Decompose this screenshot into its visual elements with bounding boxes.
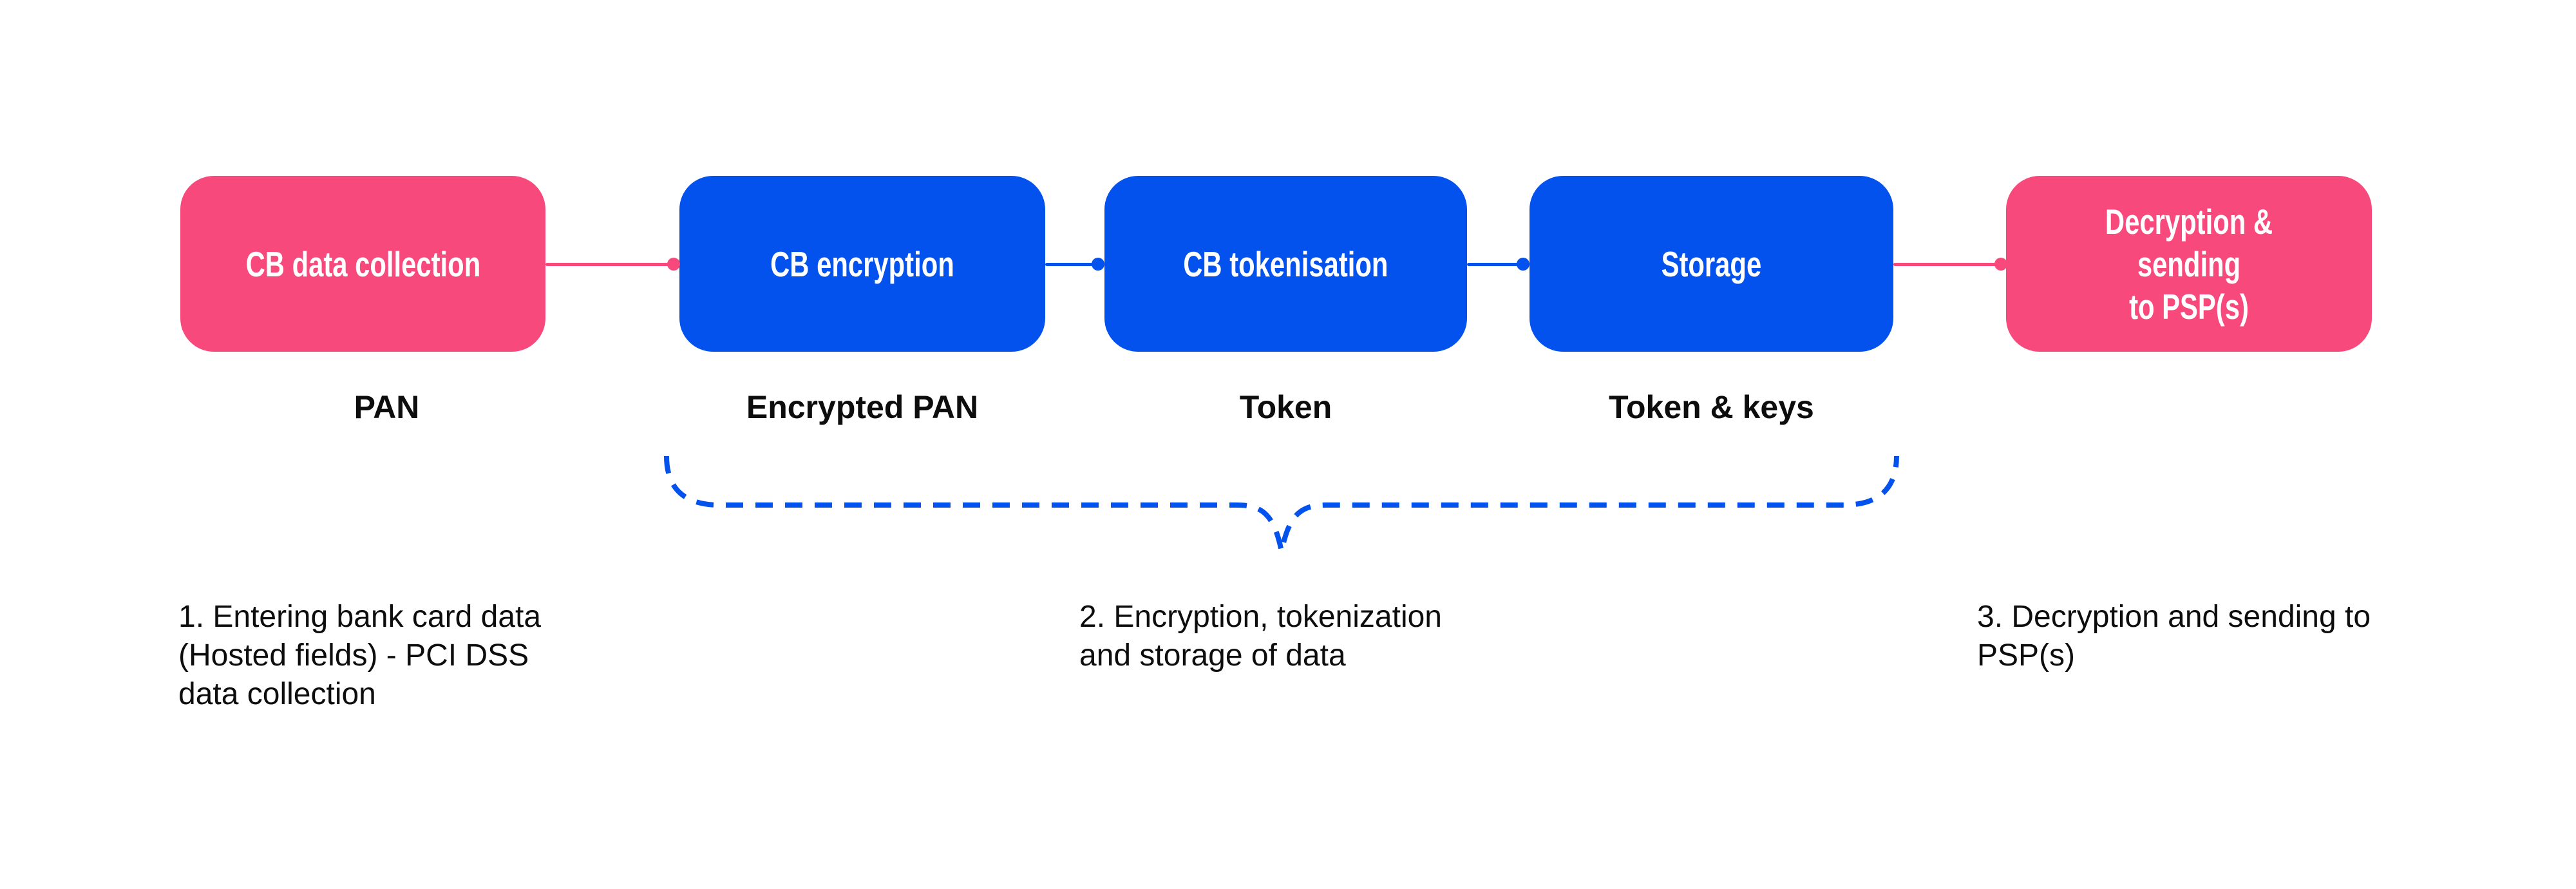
annotation-step-3: 3. Decryption and sending to PSP(s): [1977, 600, 2371, 673]
flow-node-storage: Storage: [1530, 176, 1893, 352]
connector-dot: [667, 258, 680, 271]
connector-line: [1893, 263, 1996, 266]
data-label-encrypted-pan: Encrypted PAN: [746, 389, 979, 425]
annotation-step-1: 1. Entering bank card data (Hosted field…: [178, 600, 542, 711]
connector-line: [1467, 263, 1519, 266]
annotation-step-2: 2. Encryption, tokenization and storage …: [1079, 600, 1442, 673]
connector-dot: [1092, 258, 1104, 271]
flow-node-cb-encryption: CB encryption: [679, 176, 1045, 352]
data-label-pan: PAN: [354, 389, 420, 425]
dashed-underbrace: [664, 455, 1899, 554]
flow-node-label: Storage: [1661, 244, 1762, 284]
connector-dot: [1994, 258, 2007, 271]
flow-node-label: CB data collection: [245, 244, 480, 284]
flow-node-cb-tokenisation: CB tokenisation: [1104, 176, 1467, 352]
flow-node-label: Decryption & sending to PSP(s): [2105, 201, 2273, 327]
flow-node-label: CB tokenisation: [1183, 244, 1388, 284]
flow-node-label: CB encryption: [770, 244, 954, 284]
dashed-underbrace-path: [664, 455, 1899, 554]
data-label-token-keys: Token & keys: [1609, 389, 1814, 425]
connector-line: [1045, 263, 1093, 266]
connector-dot: [1517, 258, 1530, 271]
flow-node-cb-data-collection: CB data collection: [180, 176, 545, 352]
connector-line: [545, 263, 669, 266]
flow-node-decryption-sending: Decryption & sending to PSP(s): [2006, 176, 2372, 352]
data-label-token: Token: [1239, 389, 1332, 425]
